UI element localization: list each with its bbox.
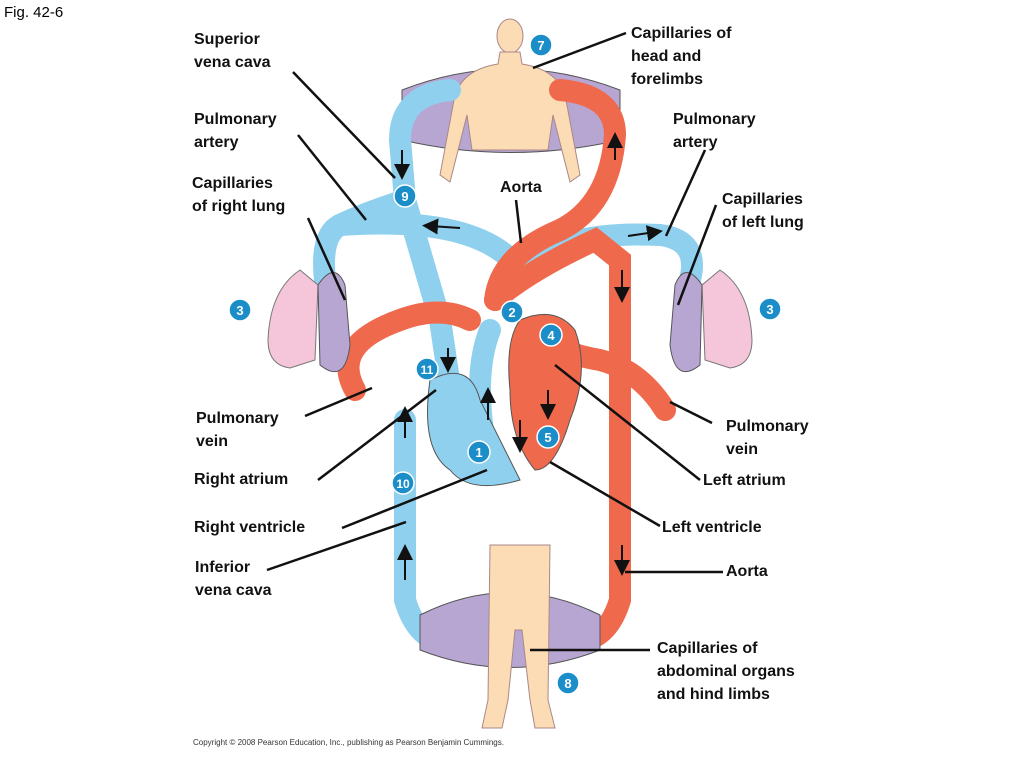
step-marker-2: 2 — [500, 300, 524, 324]
copyright-notice: Copyright © 2008 Pearson Education, Inc.… — [193, 738, 504, 747]
svg-text:2: 2 — [508, 305, 515, 320]
svg-text:5: 5 — [544, 430, 551, 445]
label-left-ventricle: Left ventricle — [662, 519, 762, 536]
leader-lines — [266, 31, 723, 652]
svg-text:1: 1 — [475, 445, 482, 460]
step-marker-11: 11 — [415, 357, 439, 381]
svg-text:4: 4 — [547, 328, 555, 343]
label-aorta-top: Aorta — [500, 179, 542, 196]
step-marker-3-left-lung: 3 — [758, 297, 782, 321]
upper-body-figure — [439, 18, 581, 183]
svg-text:11: 11 — [421, 363, 434, 377]
label-aorta-bottom: Aorta — [726, 563, 768, 580]
label-left-atrium: Left atrium — [703, 472, 786, 489]
lower-body-figure — [481, 544, 556, 729]
step-marker-10: 10 — [391, 471, 415, 495]
svg-text:3: 3 — [766, 302, 773, 317]
left-heart — [508, 313, 582, 471]
step-marker-4: 4 — [539, 323, 563, 347]
svg-text:9: 9 — [401, 189, 408, 204]
step-marker-3-right-lung: 3 — [228, 298, 252, 322]
step-marker-8: 8 — [556, 671, 580, 695]
step-marker-9: 9 — [393, 184, 417, 208]
step-marker-5: 5 — [536, 425, 560, 449]
svg-text:3: 3 — [236, 303, 243, 318]
step-marker-1: 1 — [467, 440, 491, 464]
label-right-ventricle: Right ventricle — [194, 519, 306, 536]
flow-arrows — [394, 132, 663, 580]
right-heart — [427, 372, 521, 487]
left-lung — [669, 269, 753, 373]
svg-text:8: 8 — [564, 676, 571, 691]
right-lung — [267, 269, 351, 373]
step-marker-7: 7 — [529, 33, 553, 57]
svg-text:10: 10 — [396, 477, 410, 491]
label-right-atrium: Right atrium — [194, 471, 289, 488]
figure-label: Fig. 42-6 — [4, 4, 64, 21]
svg-text:7: 7 — [537, 38, 544, 53]
